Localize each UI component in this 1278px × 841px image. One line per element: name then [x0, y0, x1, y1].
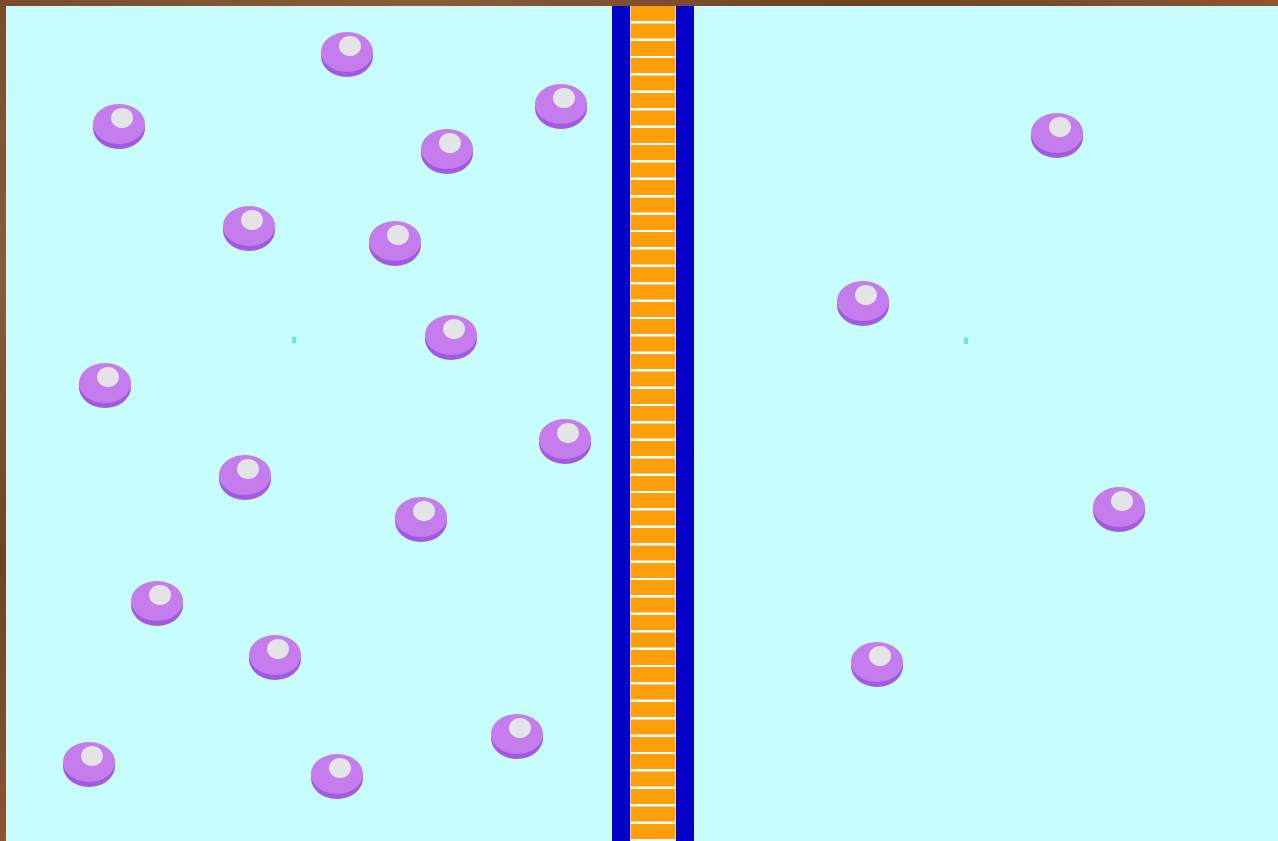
particle-left-10 — [218, 453, 272, 501]
particle-left-12 — [130, 579, 184, 627]
particle-left-16 — [310, 752, 364, 800]
particle-left-4 — [420, 127, 474, 175]
particle-left-1 — [320, 30, 374, 78]
particle-right-3 — [1092, 485, 1146, 533]
particle-left-13 — [248, 633, 302, 681]
particle-left-15 — [62, 740, 116, 788]
semipermeable-membrane — [612, 6, 694, 841]
particle-left-9 — [538, 417, 592, 465]
particle-right-4 — [850, 640, 904, 688]
membrane-left-edge — [612, 6, 630, 841]
particle-left-14 — [490, 712, 544, 760]
particle-left-5 — [222, 204, 276, 252]
particle-left-2 — [92, 102, 146, 150]
particle-left-8 — [78, 361, 132, 409]
speck-left — [292, 337, 296, 343]
membrane-core — [630, 6, 676, 841]
particle-left-3 — [534, 82, 588, 130]
particle-left-7 — [424, 313, 478, 361]
right-chamber — [694, 6, 1278, 841]
speck-right — [964, 338, 968, 344]
particle-left-11 — [394, 495, 448, 543]
particle-right-2 — [836, 279, 890, 327]
membrane-right-edge — [676, 6, 694, 841]
particle-left-6 — [368, 219, 422, 267]
particle-right-1 — [1030, 111, 1084, 159]
